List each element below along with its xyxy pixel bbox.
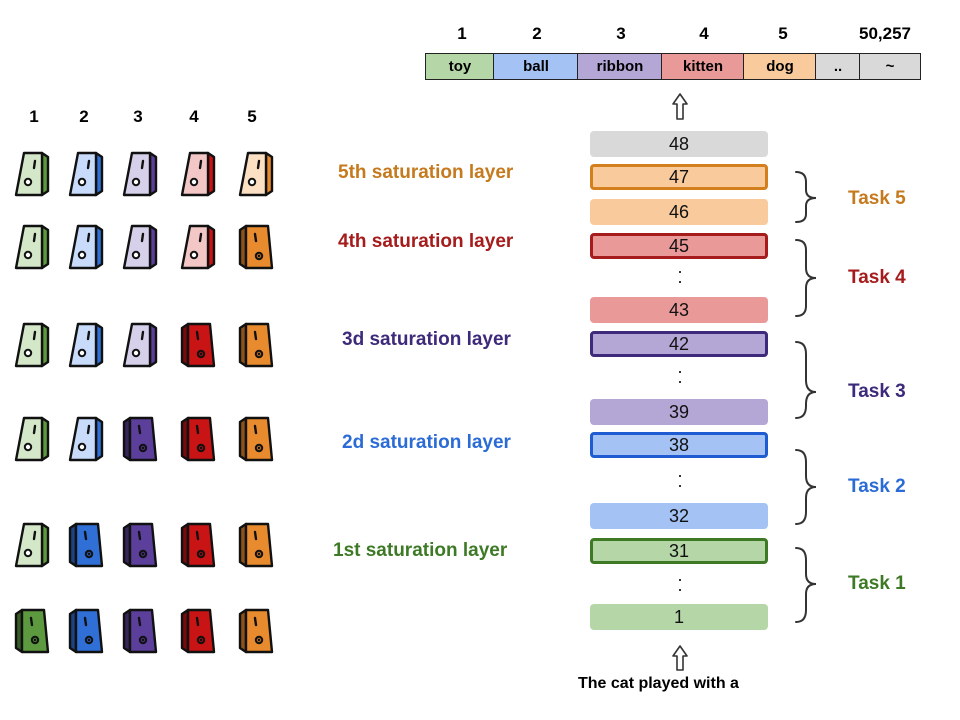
task-label-2: Task 2 (848, 476, 906, 497)
layer-32: 32 (590, 503, 768, 529)
layer-43: 43 (590, 297, 768, 323)
vocab-cell-toy: toy (425, 53, 495, 80)
switch-off-icon (180, 151, 216, 197)
up-arrow-icon (672, 93, 688, 120)
switch-on-icon (238, 608, 274, 654)
switch-grid (14, 151, 274, 654)
ellipsis-dots: .. (677, 257, 683, 287)
saturation-label-5: 5th saturation layer (338, 162, 514, 183)
switch-column-number: 2 (79, 107, 89, 126)
switch-off-icon (68, 322, 104, 368)
switch-off-icon (68, 416, 104, 462)
switch-off-icon (14, 416, 50, 462)
switch-off-icon (180, 224, 216, 270)
vocab-cell-last: ~ (859, 53, 921, 80)
switch-on-icon (238, 224, 274, 270)
switch-column-number: 5 (247, 107, 257, 126)
saturation-label-3: 3d saturation layer (342, 329, 511, 350)
switch-on-icon (68, 608, 104, 654)
task-label-3: Task 3 (848, 381, 906, 402)
layer-46: 46 (590, 199, 768, 225)
saturation-label-4: 4th saturation layer (338, 231, 514, 252)
layer-31-saturation: 31 (590, 538, 768, 564)
switch-off-icon (122, 322, 158, 368)
switch-off-icon (14, 151, 50, 197)
brace-icon (795, 341, 817, 419)
vocab-cell-ellipsis: .. (815, 53, 861, 80)
vocab-index-5: 5 (778, 24, 788, 43)
brace-icon (795, 171, 817, 223)
vocab-index-2: 2 (532, 24, 542, 43)
saturation-label-2: 2d saturation layer (342, 432, 511, 453)
vocab-index-4: 4 (699, 24, 709, 43)
layer-47-saturation: 47 (590, 164, 768, 190)
switch-on-icon (122, 608, 158, 654)
vocab-index-3: 3 (616, 24, 626, 43)
layer-38-saturation: 38 (590, 432, 768, 458)
switch-off-icon (14, 322, 50, 368)
saturation-label-1: 1st saturation layer (333, 540, 508, 561)
layer-48: 48 (590, 131, 768, 157)
vocab-cell-ribbon: ribbon (577, 53, 663, 80)
switch-on-icon (180, 608, 216, 654)
vocab-cell-kitten: kitten (661, 53, 745, 80)
switch-off-icon (122, 224, 158, 270)
switch-on-icon (14, 608, 50, 654)
task-label-5: Task 5 (848, 188, 906, 209)
input-sentence: The cat played with a (578, 675, 739, 692)
switch-on-icon (180, 522, 216, 568)
switch-off-icon (14, 522, 50, 568)
switch-on-icon (180, 322, 216, 368)
ellipsis-dots: .. (677, 565, 683, 595)
ellipsis-dots: .. (677, 357, 683, 387)
switch-on-icon (68, 522, 104, 568)
switch-on-icon (122, 522, 158, 568)
switch-on-icon (238, 416, 274, 462)
task-label-4: Task 4 (848, 267, 906, 288)
layer-1: 1 (590, 604, 768, 630)
switch-on-icon (238, 322, 274, 368)
task-braces (795, 171, 817, 623)
task-label-1: Task 1 (848, 573, 906, 594)
switch-column-number: 1 (29, 107, 39, 126)
switch-off-icon (68, 224, 104, 270)
up-arrow-icon (672, 645, 688, 671)
brace-icon (795, 547, 817, 623)
brace-icon (795, 449, 817, 525)
layer-45-saturation: 45 (590, 233, 768, 259)
ellipsis-dots: .. (677, 461, 683, 491)
switch-column-number: 4 (189, 107, 199, 126)
switch-off-icon (238, 151, 274, 197)
vocab-cell-ball: ball (493, 53, 579, 80)
vocab-index-1: 1 (457, 24, 467, 43)
brace-icon (795, 239, 817, 317)
switch-off-icon (14, 224, 50, 270)
switch-off-icon (68, 151, 104, 197)
layer-42-saturation: 42 (590, 331, 768, 357)
switch-on-icon (238, 522, 274, 568)
vocab-cell-dog: dog (743, 53, 817, 80)
vocab-index-last: 50,257 (859, 24, 911, 43)
switch-column-number: 3 (133, 107, 143, 126)
layer-39: 39 (590, 399, 768, 425)
switch-on-icon (122, 416, 158, 462)
switch-on-icon (180, 416, 216, 462)
switch-off-icon (122, 151, 158, 197)
